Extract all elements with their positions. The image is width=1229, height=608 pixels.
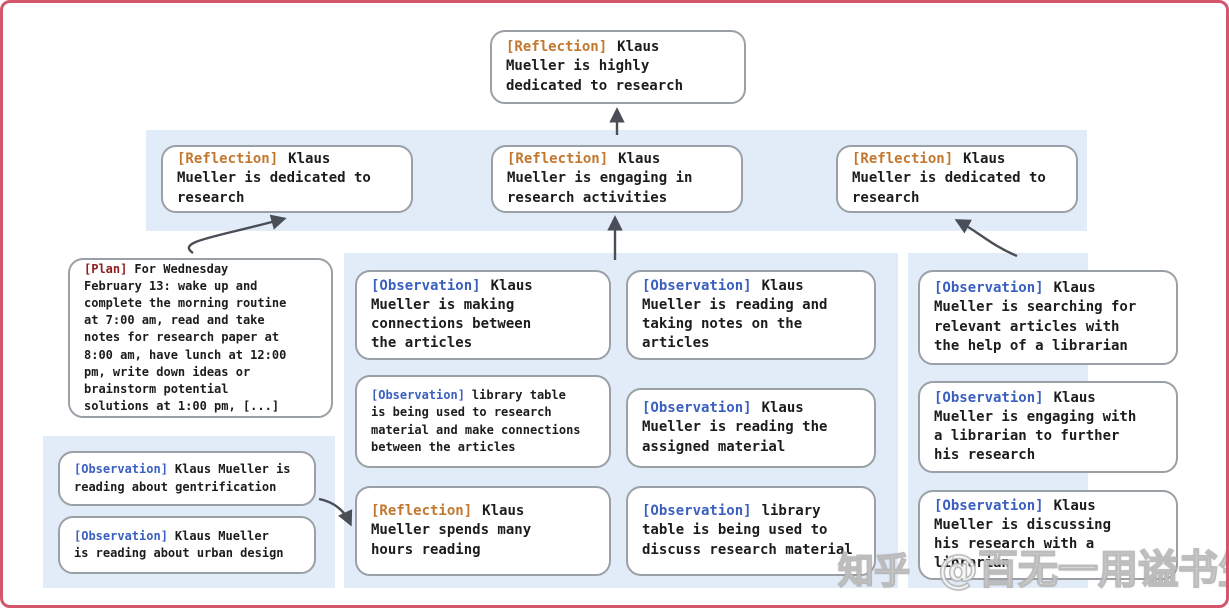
node-text: Klaus Mueller is dedicated to research: [852, 151, 1046, 206]
node-text: Klaus Mueller is engaging with a librari…: [934, 389, 1137, 464]
node-text: Klaus Mueller is dedicated to research: [177, 151, 371, 206]
node-observation-engaging-librarian: [Observation]Klaus Mueller is engaging w…: [918, 381, 1178, 473]
observation-tag: [Observation]: [371, 277, 481, 294]
observation-tag: [Observation]: [934, 389, 1044, 406]
node-text: library table is being used to research …: [371, 388, 581, 454]
node-observation-assigned-material: [Observation]Klaus Mueller is reading th…: [626, 388, 876, 468]
node-observation-gentrification: [Observation]Klaus Mueller is reading ab…: [58, 451, 316, 506]
node-text: Klaus Mueller is discussing his research…: [934, 497, 1112, 572]
observation-tag: [Observation]: [934, 497, 1044, 514]
node-reflection-center: [Reflection]Klaus Mueller is engaging in…: [491, 145, 743, 213]
observation-tag: [Observation]: [642, 277, 752, 294]
node-plan-wednesday: [Plan]For Wednesday February 13: wake up…: [68, 258, 333, 418]
observation-tag: [Observation]: [74, 462, 168, 477]
node-text: For Wednesday February 13: wake up and c…: [84, 262, 287, 413]
node-text: Klaus Mueller is searching for relevant …: [934, 280, 1137, 354]
node-text: Klaus Mueller is reading the assigned ma…: [642, 400, 828, 455]
observation-tag: [Observation]: [74, 528, 168, 543]
node-observation-making-connections: [Observation]Klaus Mueller is making con…: [355, 270, 611, 360]
plan-tag: [Plan]: [84, 262, 128, 277]
node-observation-library-table-research: [Observation]library table is being used…: [355, 375, 611, 468]
zhihu-logo-text: 知乎: [837, 550, 911, 593]
reflection-tag: [Reflection]: [506, 39, 608, 56]
node-text: Klaus Mueller is reading and taking note…: [642, 277, 828, 352]
reflection-tag: [Reflection]: [177, 151, 279, 168]
node-observation-library-table-discuss: [Observation]library table is being used…: [626, 486, 876, 576]
node-observation-searching-articles: [Observation]Klaus Mueller is searching …: [918, 270, 1178, 365]
reflection-tag: [Reflection]: [507, 151, 609, 168]
node-text: Klaus Mueller spends many hours reading: [371, 503, 532, 558]
node-text: Klaus Mueller is making connections betw…: [371, 277, 533, 352]
observation-tag: [Observation]: [371, 388, 465, 403]
node-observation-taking-notes: [Observation]Klaus Mueller is reading an…: [626, 270, 876, 360]
observation-tag: [Observation]: [934, 280, 1044, 297]
node-text: Klaus Mueller is engaging in research ac…: [507, 151, 693, 206]
node-text: Klaus Mueller is reading about gentrific…: [74, 462, 291, 494]
node-reflection-root: [Reflection]Klaus Mueller is highly dedi…: [490, 30, 746, 104]
node-text: library table is being used to discuss r…: [642, 503, 853, 558]
node-text: Klaus Mueller is highly dedicated to res…: [506, 39, 684, 94]
node-reflection-spends-hours-reading: [Reflection]Klaus Mueller spends many ho…: [355, 486, 611, 576]
zhihu-watermark: 知乎 @百无一用谥书生: [837, 537, 1229, 595]
node-observation-urban-design: [Observation]Klaus Mueller is reading ab…: [58, 516, 316, 574]
node-observation-discussing-research: [Observation]Klaus Mueller is discussing…: [918, 490, 1178, 580]
observation-tag: [Observation]: [642, 400, 752, 417]
node-reflection-left: [Reflection]Klaus Mueller is dedicated t…: [161, 145, 413, 213]
watermark-username: @百无一用谥书生: [937, 546, 1229, 594]
node-reflection-right: [Reflection]Klaus Mueller is dedicated t…: [836, 145, 1078, 213]
node-text: Klaus Mueller is reading about urban des…: [74, 528, 284, 560]
reflection-tag: [Reflection]: [852, 151, 954, 168]
reflection-tag: [Reflection]: [371, 503, 473, 520]
observation-tag: [Observation]: [642, 503, 752, 520]
